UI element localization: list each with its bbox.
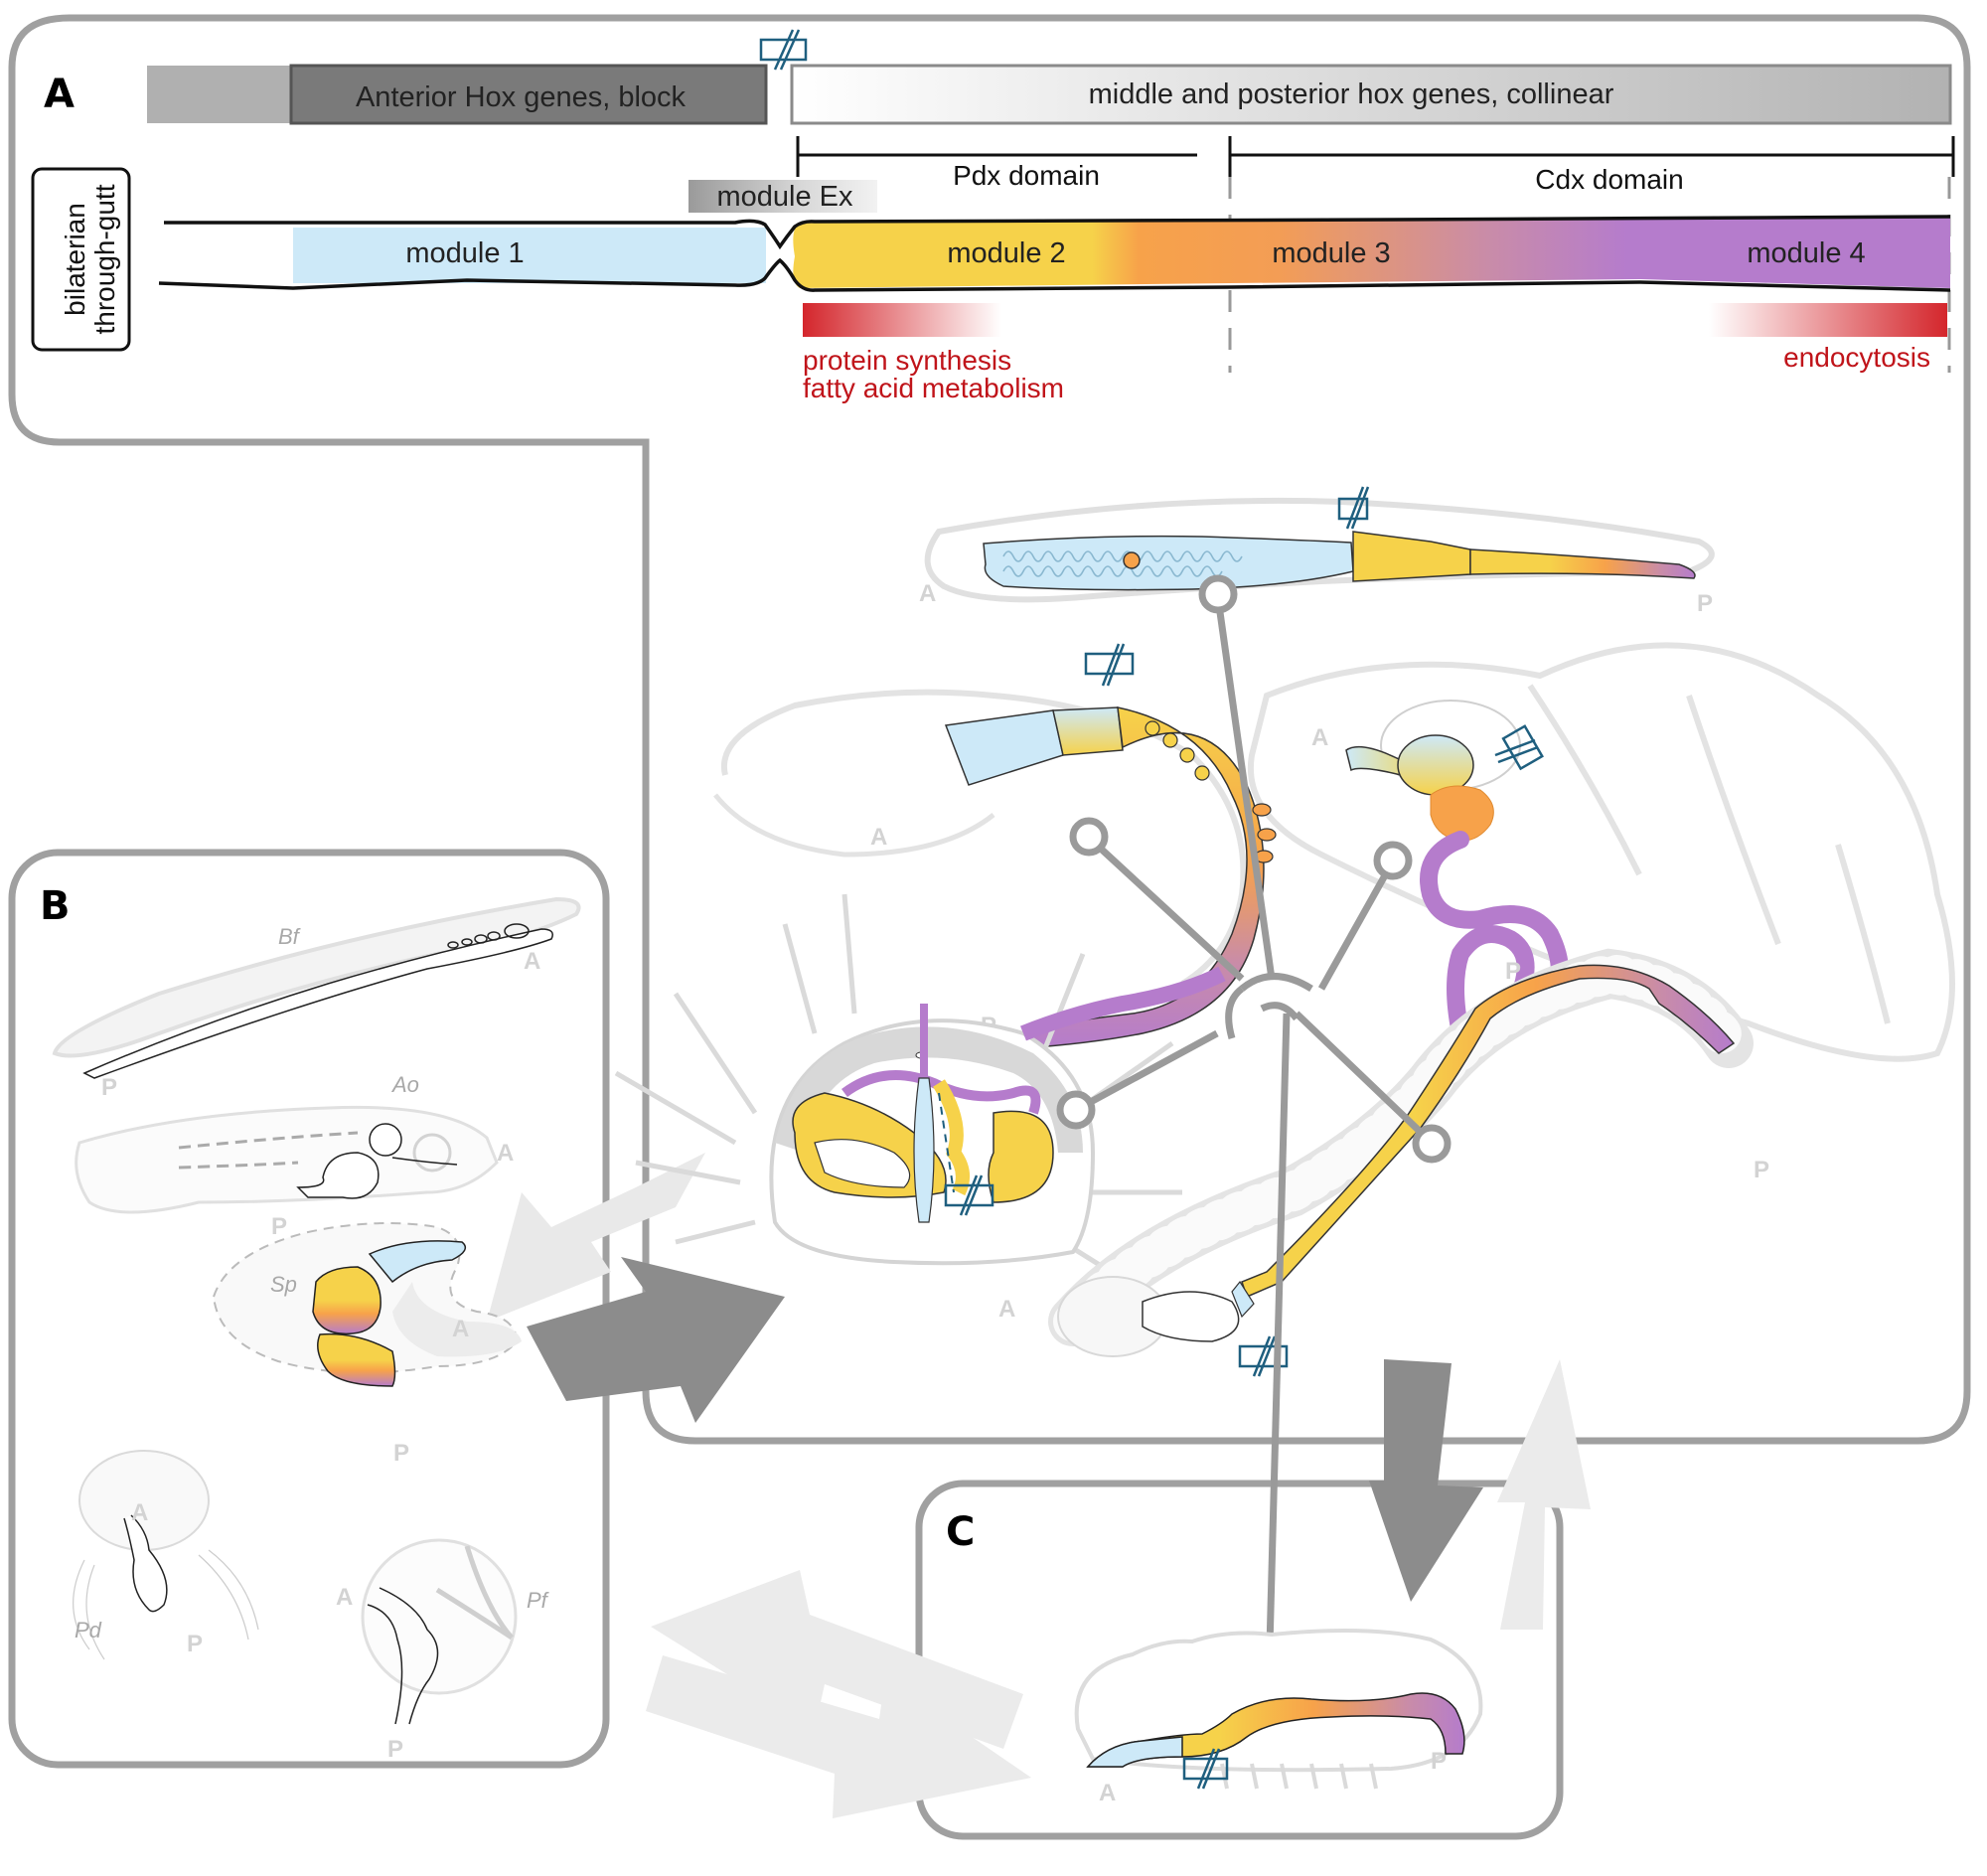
module-ex-bar — [688, 180, 877, 213]
arrow-dark-to-a-icon — [527, 1257, 785, 1423]
module-ex-label: module Ex — [716, 181, 853, 213]
worm-anterior: A — [998, 1296, 1015, 1323]
ao-posterior: P — [271, 1213, 287, 1240]
cdx-domain-bracket — [1228, 136, 1955, 177]
organism-curved-larva: A P — [713, 643, 1277, 1049]
panel-b-letter: B — [40, 883, 71, 929]
module-2-label: module 2 — [947, 237, 1065, 269]
pf-anterior: A — [336, 1584, 353, 1611]
node-curved — [1069, 817, 1109, 857]
species-bf-label: Bf — [278, 924, 302, 949]
module-1-region — [293, 228, 766, 283]
arrow-light-to-a-icon — [1497, 1359, 1591, 1630]
organism-sp: Sp A P — [212, 1222, 522, 1467]
species-pf-label: Pf — [527, 1588, 550, 1613]
node-top — [1198, 574, 1238, 614]
sp-posterior: P — [393, 1440, 409, 1467]
function-anterior-line2: fatty acid metabolism — [803, 373, 1064, 403]
organism-background-outline — [1247, 642, 1955, 1062]
organism-spiny-larva — [614, 893, 1226, 1295]
hox-posterior-label: middle and posterior hox genes, collinea… — [1089, 78, 1614, 110]
side-label-line2: through-gutt — [89, 184, 120, 334]
break-symbol-icon — [1494, 724, 1544, 771]
function-posterior-label: endocytosis — [1783, 342, 1930, 373]
panel-a-frame — [8, 14, 1971, 1445]
endocytosis-bar — [1709, 303, 1947, 337]
pdx-domain-label: Pdx domain — [953, 160, 1100, 191]
pdx-domain-bracket — [796, 136, 1197, 177]
break-symbol-icon — [1238, 1335, 1289, 1377]
module-4-label: module 4 — [1747, 237, 1865, 269]
pd-posterior: P — [187, 1631, 203, 1657]
connector-nodes — [1056, 574, 1452, 1164]
organism-segmented-worm: A P — [998, 948, 1769, 1377]
break-symbol-icon — [1182, 1748, 1229, 1790]
module-3-label: module 3 — [1272, 237, 1390, 269]
pf-posterior: P — [387, 1736, 403, 1763]
panel-a-letter: A — [44, 72, 75, 117]
c-larva-posterior: P — [1431, 1748, 1447, 1775]
panel-c-letter: C — [946, 1509, 975, 1555]
side-label-line1: bilaterian — [60, 203, 90, 316]
species-sp-label: Sp — [270, 1272, 297, 1297]
gut-tube-diagram — [158, 215, 1951, 292]
module-1-label: module 1 — [405, 237, 524, 269]
hox-anterior-block: Anterior Hox genes, block — [147, 64, 768, 125]
organism-bf: Bf A P — [52, 896, 581, 1101]
protein-synthesis-bar — [803, 303, 1001, 337]
arrow-light-to-b-icon — [487, 1153, 705, 1322]
species-pd-label: Pd — [75, 1618, 102, 1642]
curved-larva-anterior: A — [870, 824, 887, 851]
organism-top-larva: A P — [919, 486, 1715, 617]
bf-posterior: P — [101, 1074, 117, 1101]
worm-posterior: P — [1754, 1157, 1769, 1183]
arrow-dark-to-c-icon — [1369, 1359, 1483, 1602]
hox-anterior-label: Anterior Hox genes, block — [356, 81, 687, 113]
bf-anterior: A — [524, 948, 540, 975]
break-symbol-icon — [944, 1174, 994, 1216]
break-symbol-icon — [1337, 486, 1370, 530]
connector-network — [1074, 597, 1435, 1760]
arrow-light-b-to-c-icon — [646, 1655, 1031, 1818]
coiled-gut-posterior: P — [1505, 958, 1521, 985]
function-anterior-line1: protein synthesis — [803, 345, 1011, 376]
sp-anterior: A — [452, 1316, 469, 1342]
top-larva-posterior: P — [1697, 590, 1713, 617]
node-spiny — [1056, 1090, 1096, 1130]
break-symbol-icon — [759, 29, 808, 71]
arrow-light-c-to-b-icon — [651, 1570, 1023, 1749]
c-larva-anterior: A — [1099, 1780, 1116, 1806]
organism-c-larva: A P — [1074, 1629, 1483, 1806]
organism-pf: Pf A P — [336, 1538, 550, 1763]
bilaterian-label-box: bilaterian through-gutt — [31, 167, 131, 352]
node-worm — [1412, 1124, 1452, 1164]
pd-anterior: A — [131, 1499, 148, 1526]
cdx-domain-label: Cdx domain — [1535, 164, 1683, 195]
node-coiled — [1373, 841, 1413, 880]
organism-ao: Ao A P — [75, 1072, 514, 1240]
hox-posterior-bar: middle and posterior hox genes, collinea… — [790, 64, 1952, 125]
species-ao-label: Ao — [390, 1072, 419, 1097]
modules-2-4-region — [793, 217, 1951, 288]
ao-anterior: A — [497, 1140, 514, 1167]
organism-pd: Pd A P — [73, 1450, 259, 1660]
coiled-gut-anterior: A — [1311, 724, 1328, 751]
top-larva-anterior: A — [919, 580, 936, 607]
break-symbol-icon — [1084, 643, 1135, 687]
